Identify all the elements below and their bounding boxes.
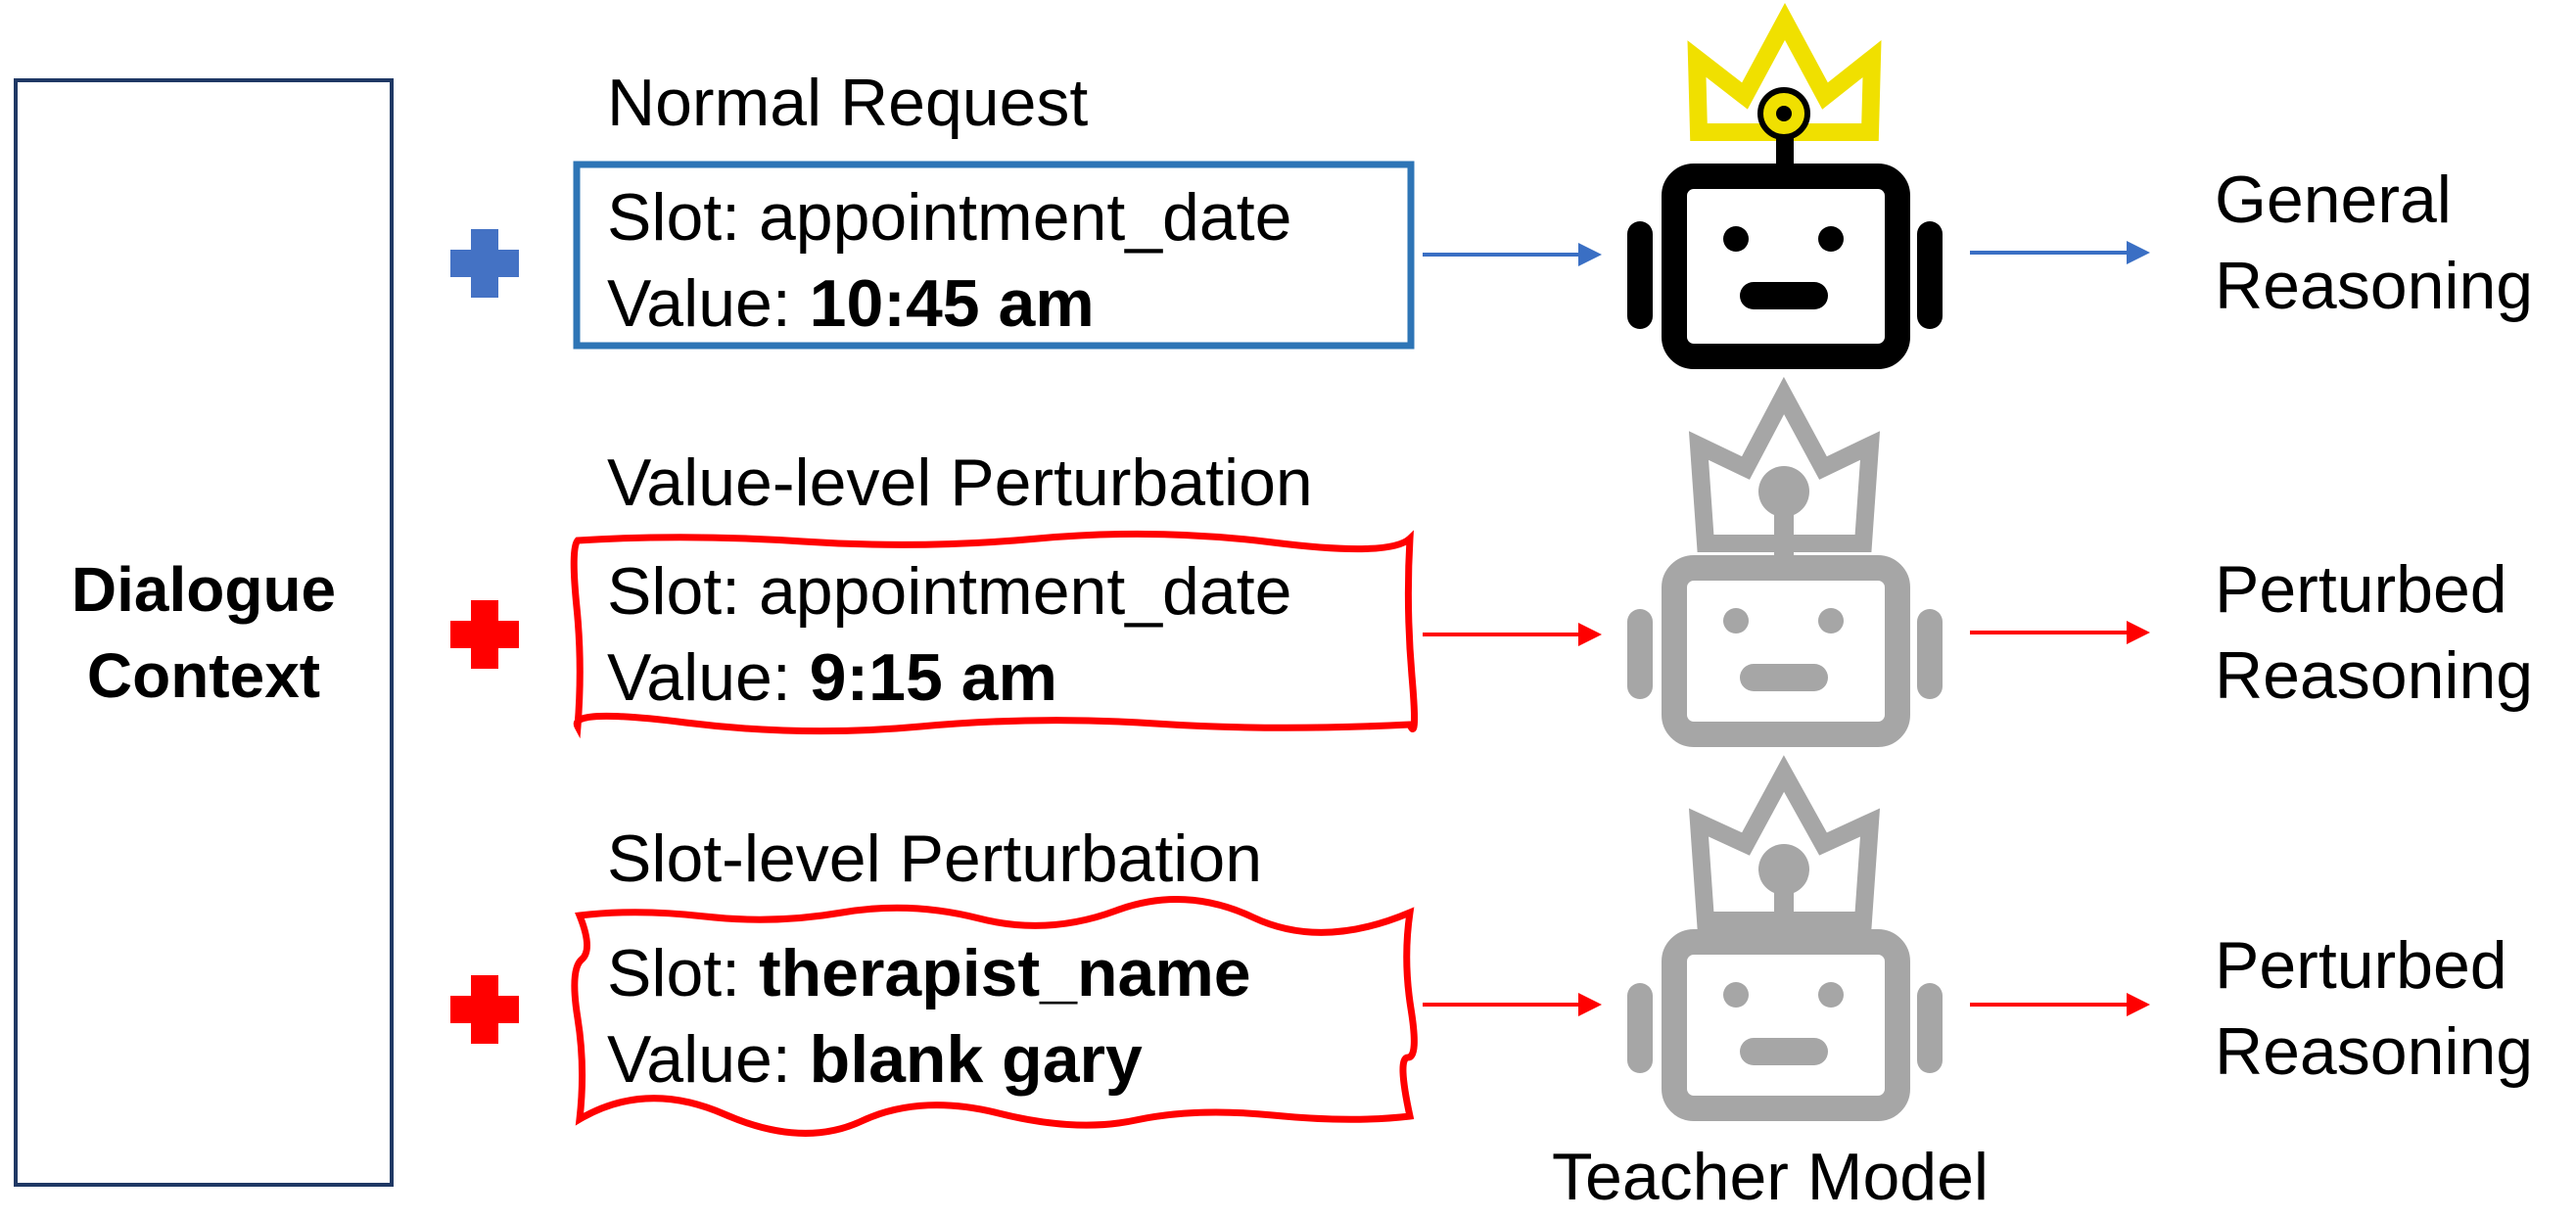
slot-perturbation-text: Slot: therapist_name Value: blank gary <box>607 930 1251 1103</box>
slot-prefix: Slot: <box>607 554 759 629</box>
slot-prefix: Slot: <box>607 936 759 1010</box>
normal-request-box <box>573 161 1415 350</box>
robot-icon-gray-value <box>1627 376 1943 747</box>
slot-perturbation-box <box>571 896 1418 1137</box>
output-line1: Perturbed <box>2215 552 2507 627</box>
value-value: 9:15 am <box>809 640 1057 715</box>
arrow-robot-to-perturbed-2 <box>1970 993 2150 1016</box>
slot-line: Slot: appointment_date <box>607 548 1291 634</box>
arrow-normal-to-robot <box>1423 243 1602 266</box>
robot-icon-gray-slot <box>1627 755 1943 1121</box>
arrow-robot-to-general <box>1970 241 2150 264</box>
value-prefix: Value: <box>607 266 810 341</box>
slot-value: appointment_date <box>758 554 1292 629</box>
value-line: Value: 10:45 am <box>607 260 1291 347</box>
crown-icon-yellow <box>1687 3 1882 141</box>
slot-value: therapist_name <box>758 936 1251 1010</box>
slot-line: Slot: appointment_date <box>607 174 1291 260</box>
plus-icon-red-value <box>450 600 519 669</box>
crown-icon-gray <box>1688 376 1881 552</box>
dialogue-context-line2: Context <box>86 640 321 711</box>
value-line: Value: blank gary <box>607 1016 1251 1103</box>
output-general-reasoning: General Reasoning <box>2215 157 2533 329</box>
output-line2: Reasoning <box>2215 1014 2534 1089</box>
output-line2: Reasoning <box>2215 638 2534 713</box>
output-line2: Reasoning <box>2215 249 2534 323</box>
row-title-normal: Normal Request <box>607 66 1089 140</box>
arrow-robot-to-perturbed-1 <box>1970 621 2150 644</box>
teacher-model-label: Teacher Model <box>1552 1140 1990 1214</box>
value-perturbation-text: Slot: appointment_date Value: 9:15 am <box>607 548 1291 721</box>
value-value: 10:45 am <box>809 266 1095 341</box>
normal-request-text: Slot: appointment_date Value: 10:45 am <box>607 174 1291 347</box>
value-line: Value: 9:15 am <box>607 634 1291 721</box>
value-prefix: Value: <box>607 640 810 715</box>
dialogue-context-line1: Dialogue <box>70 554 337 625</box>
output-perturbed-reasoning-1: Perturbed Reasoning <box>2215 546 2533 719</box>
dialogue-context-label: Dialogue Context <box>71 546 336 719</box>
value-prefix: Value: <box>607 1022 810 1097</box>
row-title-value-perturbation: Value-level Perturbation <box>607 446 1313 520</box>
output-line1: Perturbed <box>2215 928 2507 1003</box>
slot-line: Slot: therapist_name <box>607 930 1251 1016</box>
robot-icon-active <box>1627 3 1943 369</box>
arrow-value-to-robot <box>1423 623 1602 646</box>
arrow-slot-to-robot <box>1423 993 1602 1016</box>
crown-icon-gray <box>1688 755 1881 929</box>
slot-prefix: Slot: <box>607 180 759 255</box>
plus-icon-blue <box>450 229 519 298</box>
slot-value: appointment_date <box>758 180 1292 255</box>
plus-icon-red-slot <box>450 975 519 1044</box>
value-value: blank gary <box>809 1022 1143 1097</box>
row-title-slot-perturbation: Slot-level Perturbation <box>607 821 1263 896</box>
value-perturbation-box <box>570 530 1419 739</box>
output-line1: General <box>2215 163 2452 237</box>
output-perturbed-reasoning-2: Perturbed Reasoning <box>2215 922 2533 1095</box>
dialogue-context-box: Dialogue Context <box>14 78 394 1187</box>
